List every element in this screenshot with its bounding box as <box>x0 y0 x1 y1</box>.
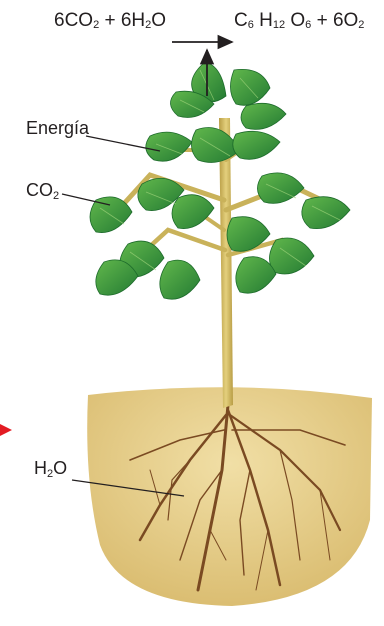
equation-reactants: 6CO2 + 6H2O <box>54 10 166 32</box>
equation-products: C6 H12 O6 + 6O2 <box>234 10 364 32</box>
h2o-label: H2O <box>34 458 67 479</box>
soil-mound <box>87 387 372 606</box>
energy-label: Energía <box>26 118 89 139</box>
co2-label: CO2 <box>26 180 59 201</box>
red-pointer-icon <box>0 424 12 436</box>
